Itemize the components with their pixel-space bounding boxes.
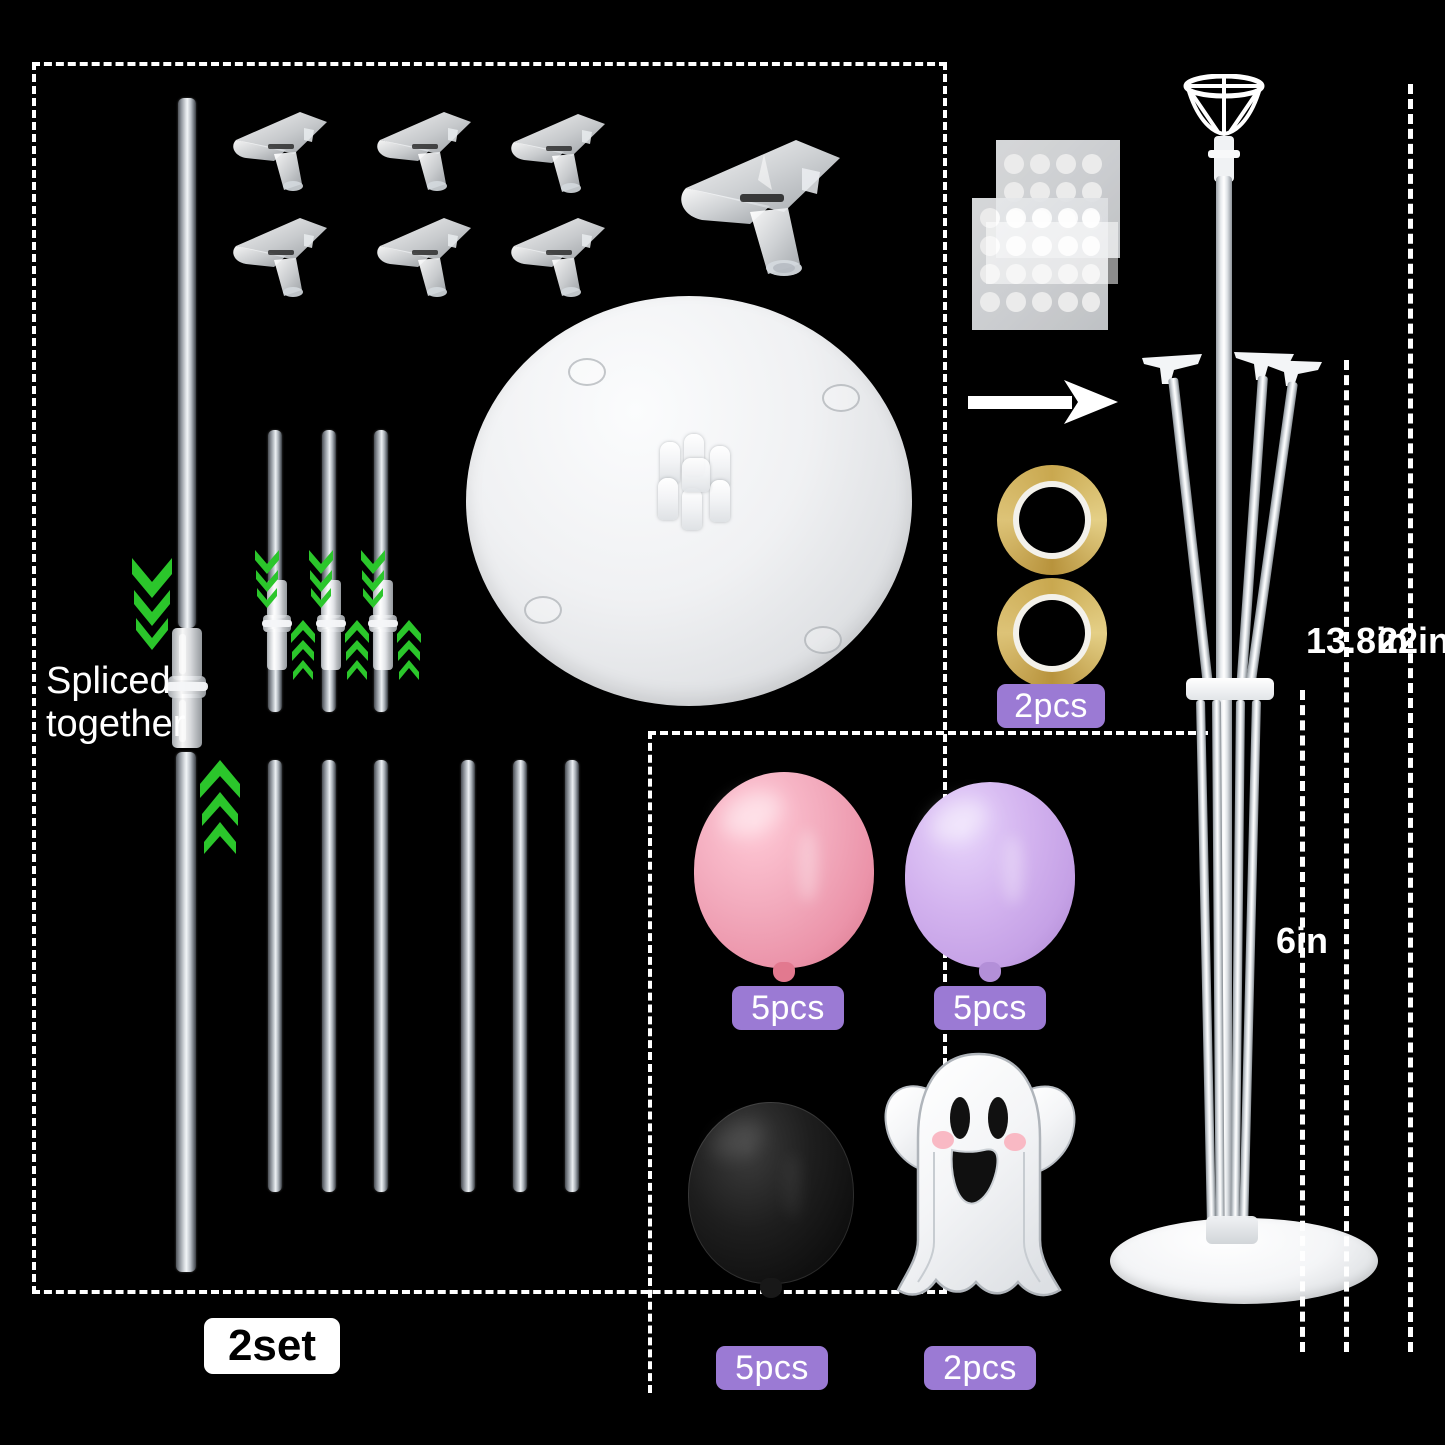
parts-kit-panel: [32, 62, 947, 1294]
support-rod-icon: [513, 760, 527, 1192]
rod-connector-icon: [368, 578, 398, 672]
ghost-foil-balloon: [872, 1042, 1086, 1332]
balloon-cup-icon: [672, 132, 848, 284]
right-arrow-icon: [968, 378, 1118, 426]
purple-balloon-qty-badge: 5pcs: [934, 986, 1046, 1030]
stand-leg-cup-icon: [1264, 356, 1324, 388]
dimension-label-base: 6in: [1276, 920, 1329, 961]
support-rod-icon: [461, 760, 475, 1192]
stand-mid-collar: [1186, 678, 1274, 700]
pink-latex-balloon: [694, 772, 874, 982]
support-rod-icon: [374, 760, 388, 1192]
black-latex-balloon: [688, 1102, 854, 1298]
dimension-label-total: 22in: [1378, 620, 1445, 661]
support-rod-icon: [176, 752, 196, 1272]
balloon-cup-icon: [372, 212, 476, 302]
rod-connector-icon: [262, 578, 292, 672]
rod-connector-icon: [1208, 136, 1240, 182]
stand-leg-cup-icon: [1232, 348, 1296, 382]
round-base-plate-icon: [466, 296, 912, 706]
chevron-down-icon: [128, 556, 176, 660]
support-rod-icon: [322, 760, 336, 1192]
spliced-label: Spliced together: [46, 660, 216, 745]
dimension-label-mid: 13.8in: [1306, 620, 1409, 661]
gold-tape-roll: [997, 578, 1107, 688]
balloon-cup-icon: [228, 212, 332, 302]
chevron-up-icon: [288, 618, 318, 684]
support-rod-icon: [565, 760, 579, 1192]
chevron-up-icon: [196, 758, 244, 862]
chevron-down-icon: [306, 548, 336, 614]
black-balloon-qty-badge: 5pcs: [716, 1346, 828, 1390]
balloon-cup-icon: [506, 212, 610, 302]
ghost-balloon-qty-badge: 2pcs: [924, 1346, 1036, 1390]
dimension-line-base: [1300, 690, 1305, 1352]
dimension-line-mid: [1344, 360, 1349, 1352]
support-rod-icon: [178, 98, 196, 628]
stand-base-hub: [1206, 1216, 1258, 1244]
chevron-up-icon: [394, 618, 424, 684]
dimension-line-total: [1408, 84, 1413, 1352]
balloon-cup-icon: [228, 106, 332, 196]
chevron-down-icon: [358, 548, 388, 614]
balloons-panel: [648, 731, 1208, 1393]
parts-kit-qty-badge: 2set: [204, 1318, 340, 1374]
stand-top-cup-icon: [1178, 73, 1270, 144]
balloon-cup-icon: [506, 108, 610, 198]
spliced-label-line1: Spliced: [46, 660, 171, 702]
pink-balloon-qty-badge: 5pcs: [732, 986, 844, 1030]
support-rod-icon: [268, 760, 282, 1192]
balloon-cup-icon: [372, 106, 476, 196]
rod-connector-icon: [166, 626, 208, 750]
tape-rolls-qty-badge: 2pcs: [997, 684, 1105, 728]
chevron-down-icon: [252, 548, 282, 614]
stand-leg-cup-icon: [1140, 352, 1204, 386]
gold-tape-roll: [997, 465, 1107, 575]
rod-connector-icon: [316, 578, 346, 672]
spliced-label-line2: together: [46, 702, 186, 745]
purple-latex-balloon: [905, 782, 1075, 982]
chevron-up-icon: [342, 618, 372, 684]
stand-leg: [1168, 377, 1215, 697]
glue-sheet-film: [986, 222, 1118, 284]
